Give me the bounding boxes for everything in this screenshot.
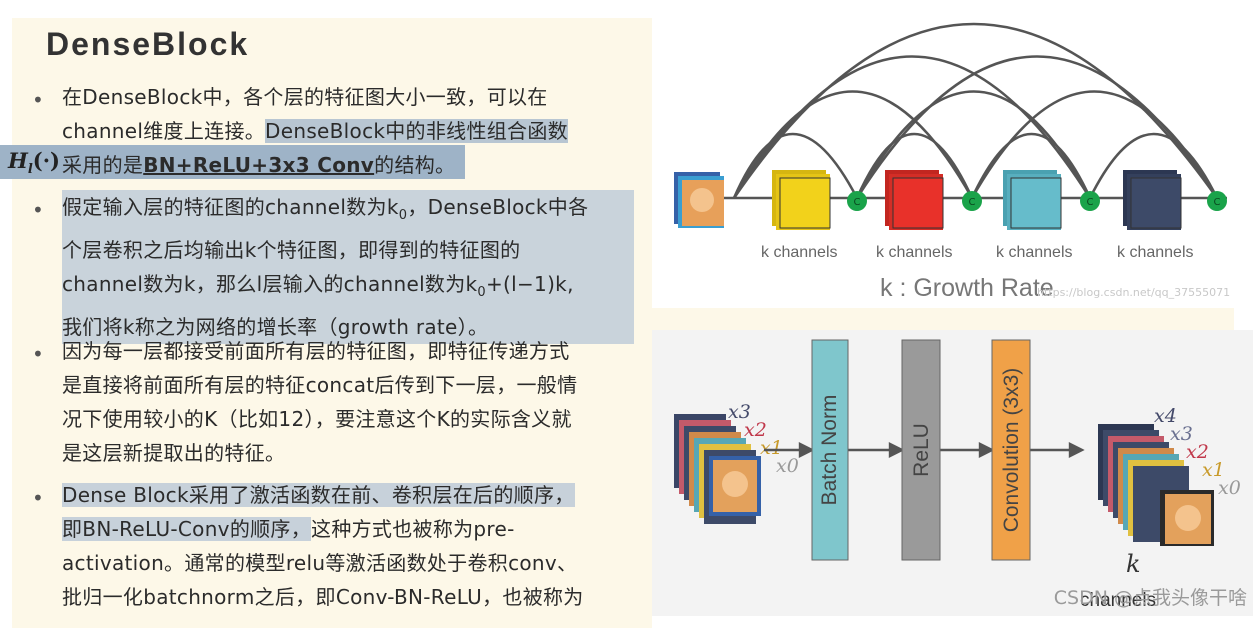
channels-label: channels [1080,590,1156,611]
convolution-block: Convolution (3x3) [991,339,1031,561]
figure-background [652,0,1253,308]
composite-function-diagram: x3 x2 x1 x0 Batch Norm ReLU Convolution … [652,330,1253,616]
svg-text:C: C [969,197,976,208]
svg-text:C: C [1214,197,1221,208]
bullet-4: Dense Block采用了激活函数在前、卷积层在后的顺序， 即BN-ReLU-… [62,483,584,609]
output-label-x4: x4 [1154,405,1177,427]
batch-norm-block: Batch Norm [811,339,849,561]
channel-label: k channels [876,244,953,261]
output-label-x2: x2 [1186,441,1209,463]
output-feature-stack [1098,424,1214,546]
formula-highlight [0,145,465,179]
concat-node: C [962,191,982,211]
channel-label: k channels [761,244,838,261]
feature-block-1 [772,170,831,230]
input-image-stack [674,172,724,228]
channel-label: k channels [996,244,1073,261]
figure-gap [652,308,1234,330]
output-label-x0: x0 [1218,477,1241,499]
formula: Hl(·) [8,148,60,178]
feature-block-4 [1123,170,1182,230]
output-label-x1: x1 [1202,459,1225,481]
svg-text:Batch Norm: Batch Norm [818,395,841,506]
bullet-dot: • [32,198,44,222]
concat-node: C [1207,191,1227,211]
csdn-watermark: CSDN @点我头像干啥 [1053,587,1247,609]
concat-node: C [1080,191,1100,211]
bullet-dot: • [32,486,44,510]
growth-rate-label: k : Growth Rate [880,274,1054,302]
svg-text:C: C [1087,197,1094,208]
svg-text:C: C [854,197,861,208]
bullet-1: 在DenseBlock中，各个层的特征图大小一致，可以在 channel维度上连… [62,85,568,177]
feature-block-2 [885,170,944,230]
concat-node: C [847,191,867,211]
channel-label: k channels [1117,244,1194,261]
bullet-2: 假定输入层的特征图的channel数为k0，DenseBlock中各 个层卷积之… [62,190,634,344]
relu-block: ReLU [901,339,941,561]
svg-text:ReLU: ReLU [910,423,933,477]
svg-text:Convolution (3x3): Convolution (3x3) [1000,368,1023,533]
input-label-x0: x0 [776,455,799,477]
bullet-dot: • [32,342,44,366]
k-label: k [1126,550,1141,578]
input-feature-stack [674,414,761,524]
output-label-x3: x3 [1170,423,1193,445]
input-label-x2: x2 [744,419,767,441]
feature-block-3 [1003,170,1062,230]
denseblock-diagram: C C C C k channels k channels k channels… [652,0,1253,308]
url-watermark: https://blog.csdn.net/qq_37555071 [1037,286,1230,299]
skip-arcs [732,22,1219,199]
bullet-3: 因为每一层都接受前面所有层的特征图，即特征传递方式 是直接将前面所有层的特征co… [62,339,578,465]
input-label-x1: x1 [760,437,783,459]
pipeline-arrows [764,442,1085,458]
page-title: DenseBlock [46,26,250,62]
bullet-dot: • [32,88,44,112]
input-label-x3: x3 [728,401,751,423]
